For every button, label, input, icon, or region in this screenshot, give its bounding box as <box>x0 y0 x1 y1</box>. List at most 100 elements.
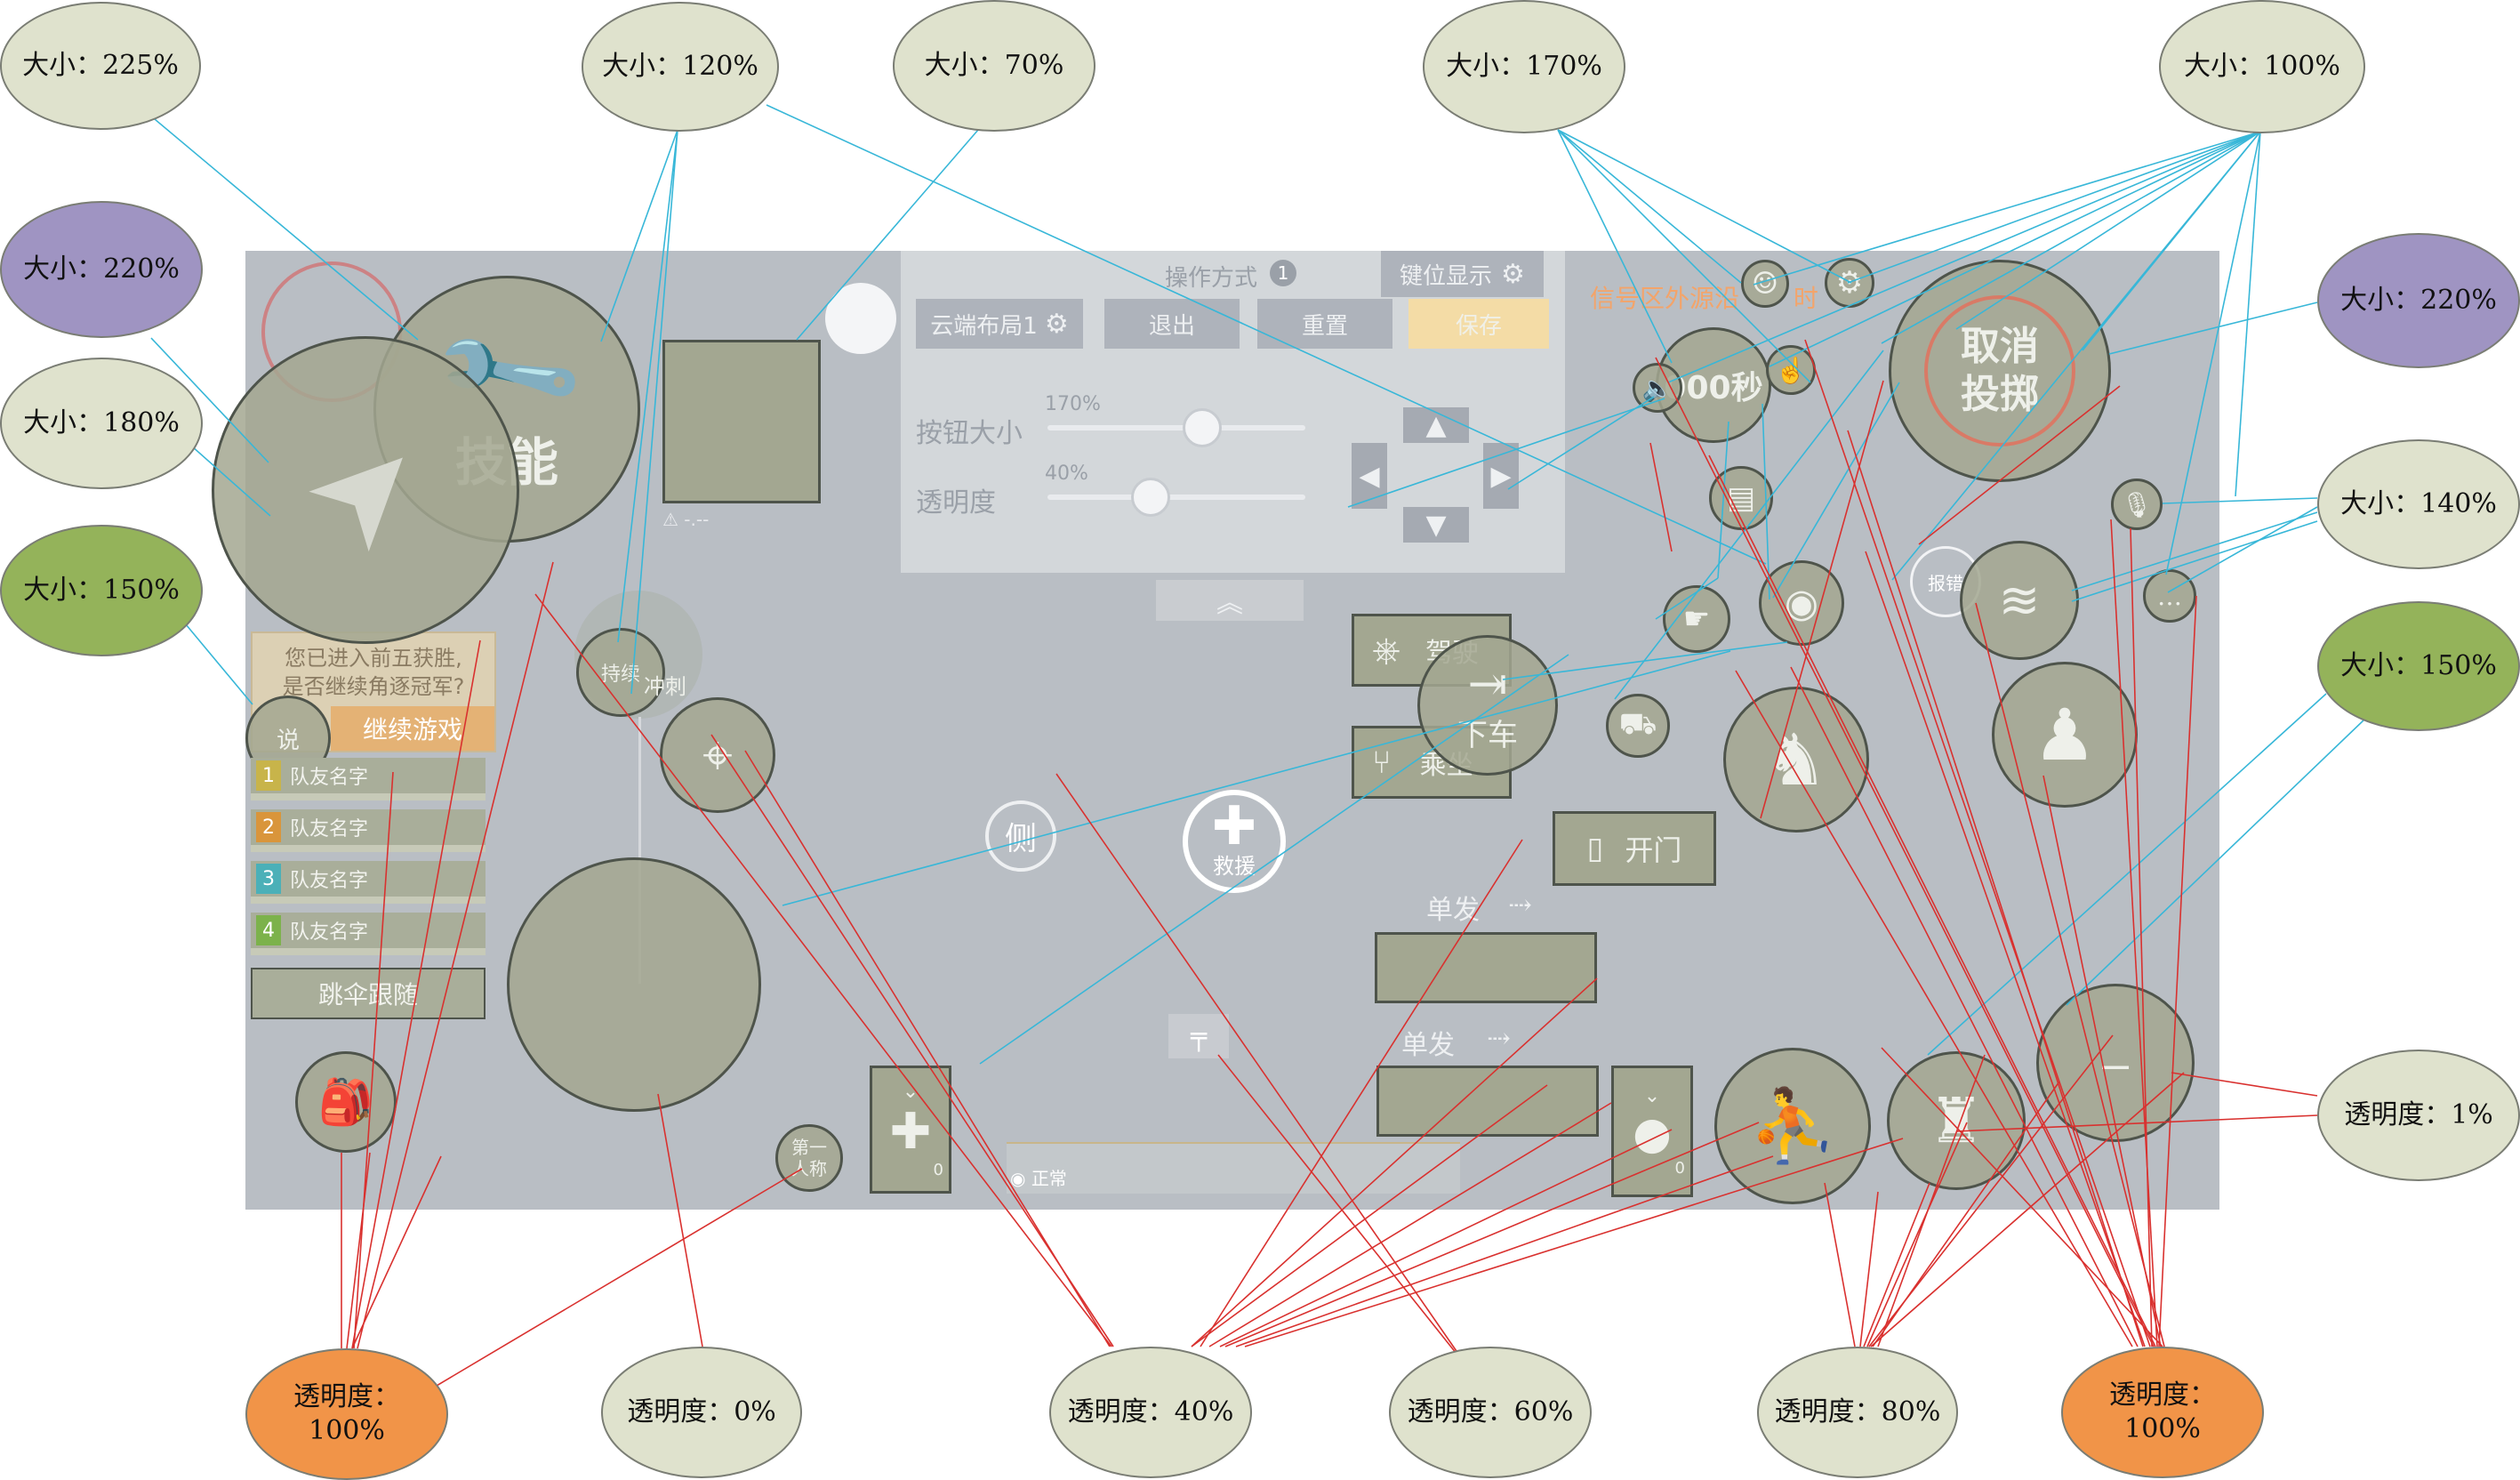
opacity-label: 透明度 <box>916 487 996 519</box>
soldier-stand-icon: ♟ <box>2033 693 2097 776</box>
save-button[interactable]: 保存 <box>1408 299 1549 349</box>
volume-button[interactable]: 🔈 <box>1633 363 1682 413</box>
loot-box-button[interactable]: ▤ <box>1709 466 1773 530</box>
fire-mode-slot-2[interactable] <box>1376 1066 1599 1137</box>
eye-button[interactable]: ◉ <box>1759 560 1844 646</box>
stand-button[interactable]: ♟ <box>1992 662 2138 808</box>
size-annotation-120: 大小：120% <box>582 2 779 132</box>
opacity-100-right-line2: 100% <box>2124 1413 2201 1444</box>
kneel-aim-button[interactable]: ♜ <box>1887 1051 2026 1190</box>
cancel-throw-button[interactable]: 取消 投掷 <box>1889 260 2111 482</box>
button-size-slider-knob[interactable] <box>1183 408 1222 447</box>
peek-button[interactable]: ☛ <box>1663 585 1730 653</box>
map-marker-button[interactable]: ⌖ <box>660 697 775 813</box>
sprint-short-label: 持续 <box>600 664 640 686</box>
prone-button[interactable]: ⎯ <box>2036 984 2195 1142</box>
crouch-button[interactable]: ≋ <box>1960 541 2079 660</box>
signal-warning-text: 信号区外源沿 <box>1590 284 1740 313</box>
medkit-slot[interactable]: ⌄ ✚ 0 <box>870 1066 951 1194</box>
sprint-label: 冲刺 <box>644 674 686 699</box>
microphone-button[interactable]: 🎙 <box>2111 479 2163 530</box>
move-up-button[interactable]: ▲ <box>1403 407 1469 443</box>
soldier-melee-icon: ♞ <box>1764 718 1828 801</box>
teammate-number-badge: 2 <box>256 812 281 842</box>
opacity-100-right-line1: 透明度： <box>2109 1379 2216 1411</box>
stripes-icon: ≋ <box>1998 571 2041 630</box>
fire-mode-slot-1[interactable] <box>1375 932 1597 1003</box>
lean-button[interactable]: ☝ <box>1766 345 1816 395</box>
melee-button[interactable]: ♞ <box>1723 687 1869 832</box>
reset-button[interactable]: 重置 <box>1257 299 1392 349</box>
hand-up-icon: ☝ <box>1775 355 1807 385</box>
open-door-button[interactable]: ▯ 开门 <box>1553 811 1716 886</box>
teammate-row: 3 队友名字 <box>251 861 486 904</box>
movement-joystick[interactable] <box>507 857 761 1112</box>
speaker-icon: 🔈 <box>1641 373 1673 403</box>
teammate-number-badge: 1 <box>256 760 281 791</box>
opacity-slider[interactable] <box>1047 495 1305 500</box>
parachute-follow-button[interactable]: 跳伞跟随 <box>251 968 486 1019</box>
top5-prompt-line1: 您已进入前五获胜, <box>285 646 462 671</box>
avatar[interactable] <box>825 283 896 354</box>
exit-button[interactable]: 退出 <box>1104 299 1240 349</box>
box-icon: ▤ <box>1726 480 1756 516</box>
size-annotation-150-left: 大小：150% <box>0 525 203 656</box>
move-down-button[interactable]: ▼ <box>1403 507 1469 543</box>
medkit-count: 0 <box>933 1160 943 1179</box>
button-size-slider[interactable] <box>1047 425 1305 430</box>
opacity-annotation-0: 透明度：0% <box>601 1347 802 1478</box>
opacity-100-left-line1: 透明度： <box>293 1381 400 1412</box>
grenade-slot[interactable]: ⌄ ● 0 <box>1611 1066 1693 1197</box>
minimap-placeholder[interactable] <box>662 340 821 503</box>
button-size-label: 按钮大小 <box>916 418 1023 449</box>
opacity-annotation-1: 透明度：1% <box>2317 1050 2520 1181</box>
ping-indicator: ⚠ -.-- <box>662 509 710 530</box>
ping-value: -.-- <box>684 509 710 530</box>
move-left-button[interactable]: ◀ <box>1352 443 1387 509</box>
chat-button[interactable]: … <box>2143 569 2196 623</box>
microphone-icon: 🎙 <box>2121 489 2153 519</box>
size-annotation-100: 大小：100% <box>2159 0 2365 133</box>
fire-button[interactable]: ➤ <box>212 336 519 644</box>
teammate-row: 4 队友名字 <box>251 913 486 955</box>
continue-game-button[interactable]: 继续游戏 <box>331 706 494 751</box>
key-display-label: 键位显示 <box>1400 262 1493 290</box>
opacity-100-left-line2: 100% <box>309 1415 385 1446</box>
connector-line <box>2235 131 2261 497</box>
backpack-button[interactable]: 🎒 <box>295 1051 397 1153</box>
teammate-number-badge: 4 <box>256 915 281 945</box>
health-bar: ◉ 正常 <box>1007 1142 1460 1194</box>
key-display-toggle[interactable]: 键位显示 ⚙ <box>1381 251 1544 297</box>
opacity-slider-knob[interactable] <box>1131 478 1170 517</box>
jump-button[interactable]: ⛹ <box>1714 1048 1871 1204</box>
first-person-button[interactable]: 第一 人称 <box>775 1124 843 1192</box>
layout-select[interactable]: 云端布局1 ⚙ <box>916 299 1083 349</box>
grenade-count: 0 <box>1674 1159 1685 1178</box>
size-annotation-225: 大小：225% <box>0 2 201 130</box>
plus-icon: ✚ <box>1211 794 1257 857</box>
status-normal: 正常 <box>1031 1168 1067 1189</box>
layout-name: 云端布局1 <box>930 312 1038 340</box>
get-off-button[interactable]: ⇥ 下车 <box>1417 635 1558 776</box>
get-off-label: 下车 <box>1457 717 1518 753</box>
single-fire-label-1: 单发 <box>1426 895 1480 926</box>
emote-button[interactable]: ☺ <box>1741 260 1789 308</box>
settings-button[interactable]: ⚙ <box>1825 258 1874 308</box>
teammate-name: 队友名字 <box>290 921 369 944</box>
weapon-slot[interactable]: ╤ <box>1168 1014 1229 1058</box>
peek-hand-icon: ☛ <box>1682 601 1711 637</box>
teammate-name: 队友名字 <box>290 870 369 892</box>
rescue-button[interactable]: ✚ 救援 <box>1183 790 1286 893</box>
teammate-number-badge: 3 <box>256 864 281 894</box>
move-right-button[interactable]: ▶ <box>1483 443 1519 509</box>
collapse-panel-button[interactable]: ︽ <box>1156 580 1304 621</box>
chevron-up-icon: ︽ <box>1216 588 1243 619</box>
side-lean-button[interactable]: 侧 <box>985 800 1056 872</box>
shop-button[interactable]: ⛟ <box>1606 694 1670 758</box>
opacity-value: 40% <box>1045 462 1088 485</box>
opacity-annotation-60: 透明度：60% <box>1389 1347 1592 1478</box>
rescue-label: 救援 <box>1213 853 1256 879</box>
bullet-icon: ➤ <box>271 396 460 584</box>
